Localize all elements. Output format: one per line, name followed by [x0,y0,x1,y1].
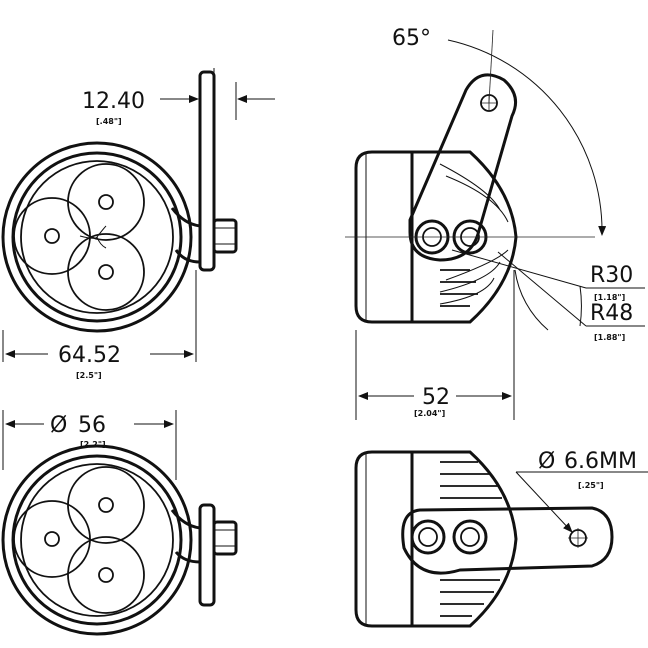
dim-angle-value: 65° [392,26,431,51]
dim-hole-inch: [.25"] [578,481,604,490]
led-lens-3 [67,233,145,311]
led-lens-4 [13,500,91,578]
dim-width-inch: [2.5"] [76,371,102,380]
rear-cap [354,150,414,324]
dim-diameter-inch: [2.2"] [80,440,106,449]
bracket-arm [408,73,518,262]
dim-r30-inch: [1.18"] [594,293,625,302]
dim-flange-inch: [.48"] [96,117,122,126]
lens-housing-outer [1,141,193,333]
dim-mount-hole: Ø 6.6MM [.25"] [515,449,648,533]
led-lens-5 [67,466,145,544]
front-view-bottom [1,444,238,636]
mounting-flange [198,70,216,272]
mounting-flange-2 [198,503,216,607]
led-lens-6 [67,536,145,614]
dim-r30-value: R30 [590,263,633,288]
dim-overall-width: 64.52 [2.5"] [2,270,197,380]
dim-depth-inch: [2.04"] [414,409,445,418]
dim-width-value: 64.52 [58,343,121,368]
dim-diameter-value: 56 [78,413,106,438]
dim-r48-value: R48 [590,301,633,326]
bolt-4 [452,519,488,555]
dim-r48-inch: [1.88"] [594,333,625,342]
dim-flange-value: 12.40 [82,89,145,114]
mounting-stud [212,218,238,254]
dim-radius-leaders: R30 [1.18"] R48 [1.88"] [451,249,645,342]
dim-hole-value: 6.6MM [564,449,637,474]
dim-rotation-angle: 65° [392,26,607,236]
led-lens-2 [67,163,145,241]
dim-body-depth: 52 [2.04"] [355,270,515,420]
dim-lens-diameter: Ø 56 [2.2"] [2,410,177,480]
dim-depth-value: 52 [422,385,450,410]
led-lens-1 [13,197,91,275]
bracket-arm-2 [401,506,614,575]
bolt-3 [410,519,446,555]
side-view-bottom [354,450,614,628]
front-view-top [1,70,238,333]
rear-cap-2 [354,450,414,628]
mounting-stud-2 [212,520,238,556]
dim-flange-thickness: 12.40 [.48"] [82,68,275,126]
lens-housing-outer-2 [1,444,193,636]
dim-diameter-symbol: Ø [50,413,67,438]
side-view-top [345,73,595,324]
dim-hole-symbol: Ø [538,449,555,474]
heat-sink-fins-2 [412,450,518,628]
